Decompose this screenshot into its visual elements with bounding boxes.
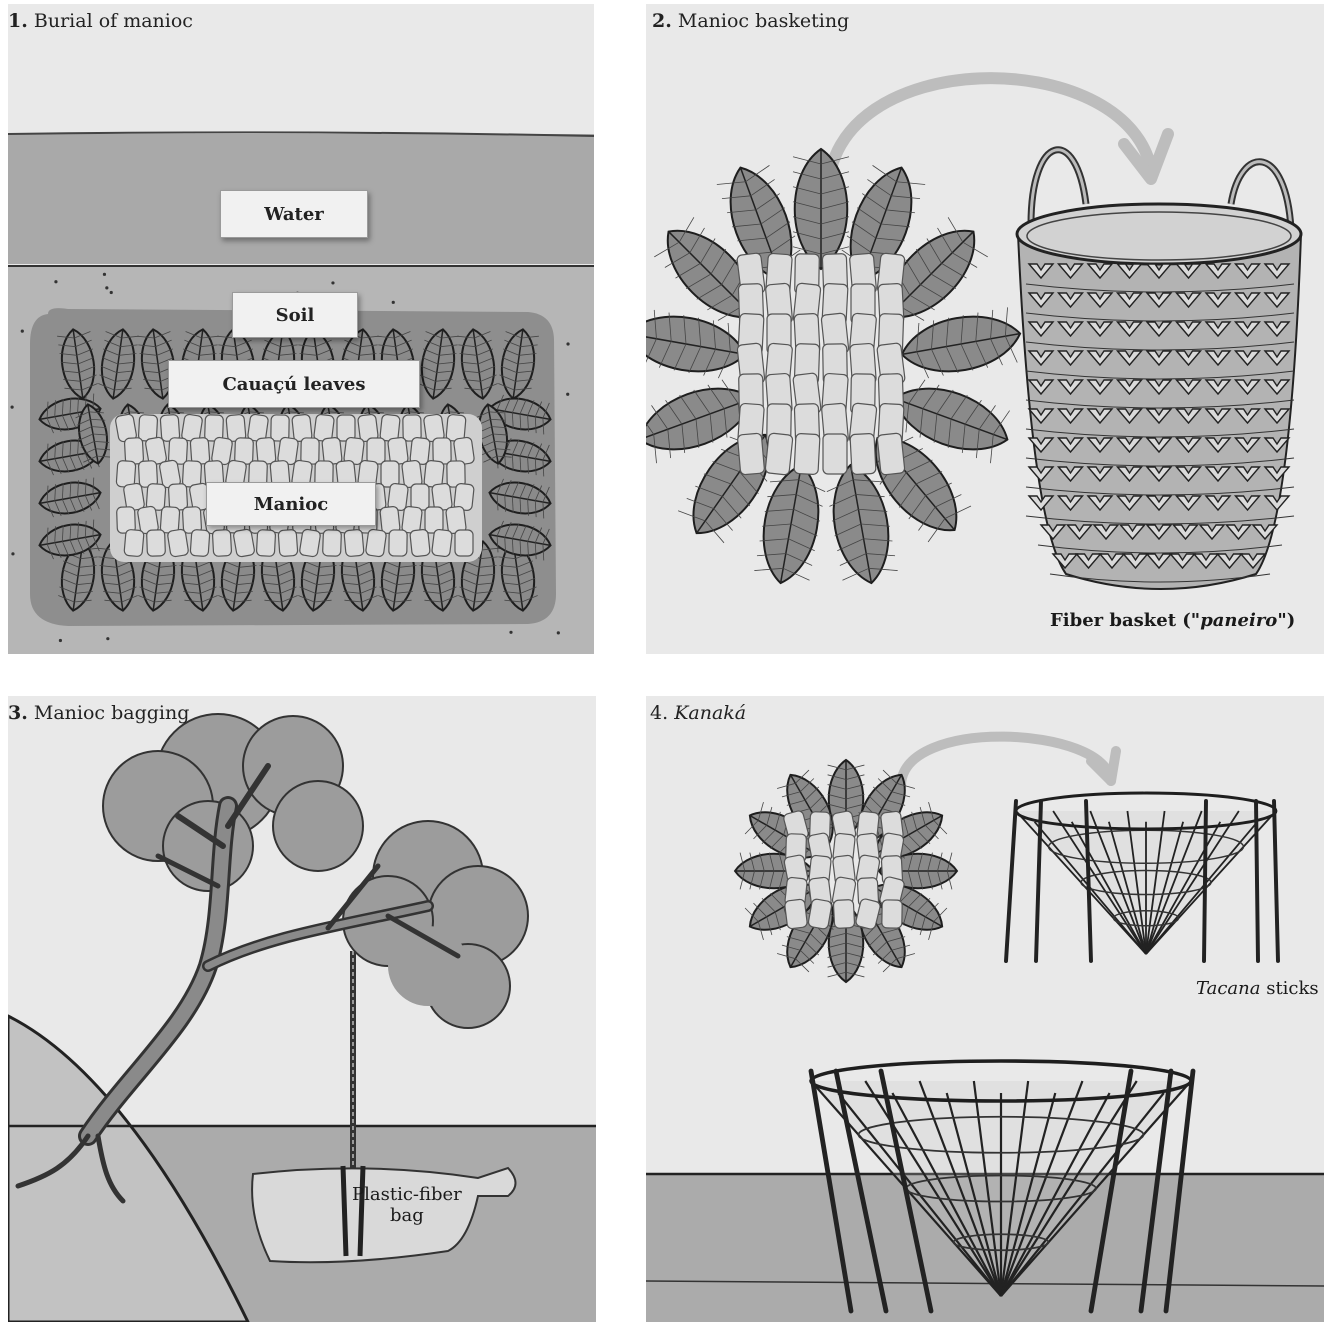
bagging-illustration [8, 696, 596, 1322]
cauacu-leaves-label: Cauaçú leaves [168, 360, 420, 408]
panel-manioc-bagging: 3. Manioc bagging Plastic-fiber bag [8, 696, 596, 1322]
panel-kanaka: 4. Kanaká Tacana sticks [646, 696, 1324, 1322]
fiber-basket-caption: Fiber basket ("paneiro") [1050, 610, 1295, 631]
tree-foliage [103, 714, 528, 1028]
tacana-sticks-caption: Tacana sticks [1196, 978, 1319, 999]
manioc-bundle [737, 253, 906, 475]
manioc-label: Manioc [206, 482, 376, 526]
transfer-arrow [828, 78, 1151, 194]
soil-label: Soil [232, 292, 358, 338]
panel-4-title: 4. Kanaká [650, 702, 746, 724]
water-label: Water [220, 190, 368, 238]
kanaka-illustration [646, 696, 1324, 1322]
small-tacana-frame [1006, 793, 1278, 961]
panel-3-title: 3. Manioc bagging [8, 702, 189, 724]
plastic-fiber-bag-caption: Plastic-fiber bag [352, 1184, 462, 1226]
panel-burial-of-manioc: 1. Burial of manioc Water Soil Cauaçú le… [8, 4, 594, 654]
panel-1-title: 1. Burial of manioc [8, 10, 193, 32]
panel-2-title: 2. Manioc basketing [652, 10, 849, 32]
fiber-basket [1017, 150, 1301, 589]
basketing-illustration [646, 4, 1324, 654]
small-manioc-bundle [783, 810, 905, 930]
transfer-arrow [901, 737, 1111, 786]
panel-manioc-basketing: 2. Manioc basketing Fiber basket ("panei… [646, 4, 1324, 654]
